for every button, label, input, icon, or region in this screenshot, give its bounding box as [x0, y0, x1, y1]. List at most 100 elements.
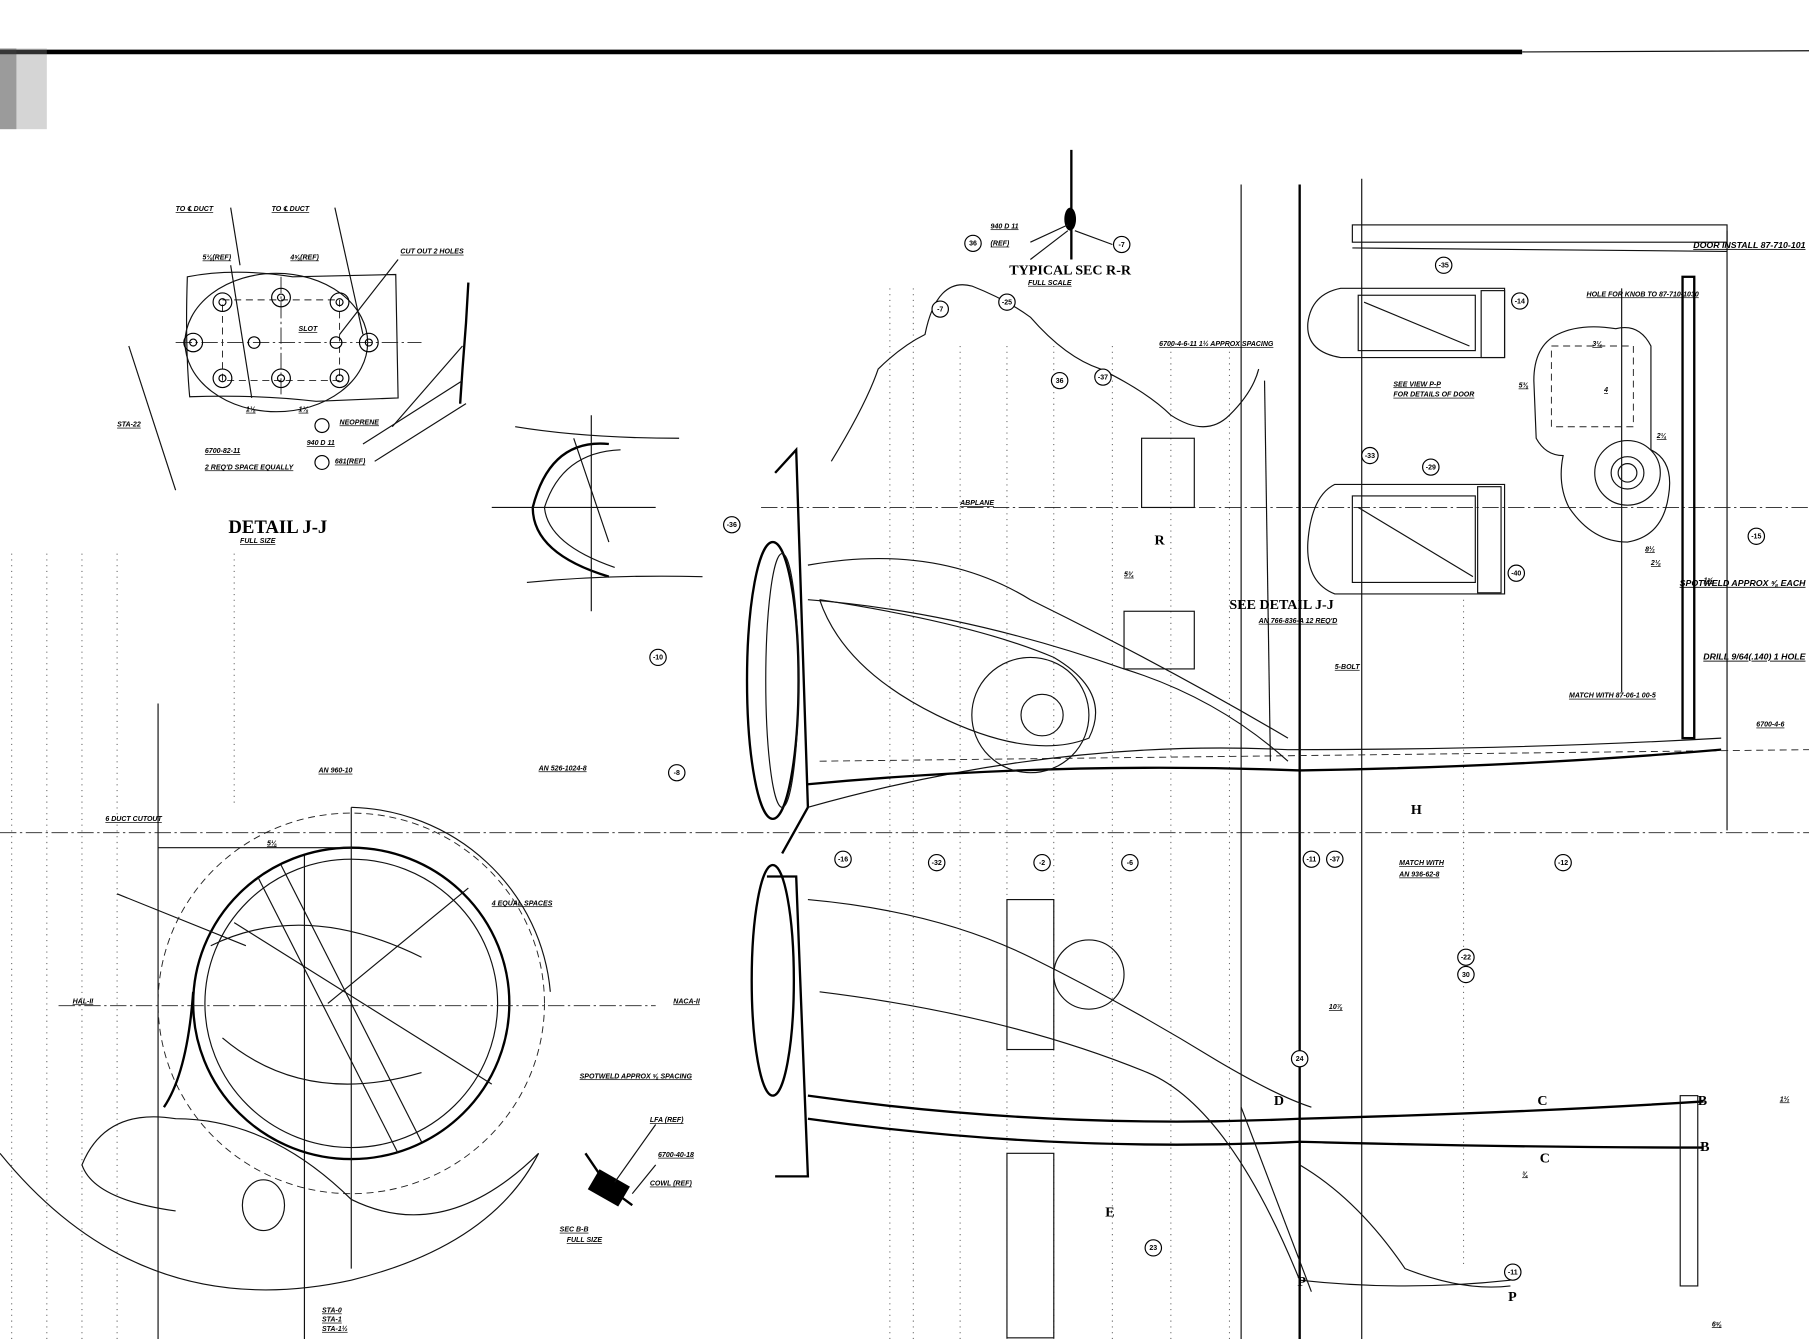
- letter-b2: B: [1700, 1140, 1709, 1155]
- letter-d: D: [1274, 1094, 1284, 1109]
- bubble-36: 36: [969, 241, 977, 248]
- callout-bubble: [834, 850, 852, 868]
- note-sta-1: STA-1: [322, 1317, 342, 1324]
- callout-bubble-label: -35: [1439, 263, 1449, 270]
- callout-bubble: [1507, 564, 1526, 582]
- callout-bubble: [1503, 1263, 1522, 1281]
- callout-bubble-label: -15: [1751, 534, 1761, 541]
- note-spotweld: SPOTWELD APPROX ⅝ EACH: [1680, 578, 1807, 588]
- letter-b1: B: [1698, 1094, 1707, 1109]
- label-ref681: 681(REF): [335, 459, 366, 466]
- callout-bubble: [1326, 850, 1344, 868]
- dimensions: 2⅛ 1⅝ 2¼ 4 3¼ 10⅞ 1½ ¾ 6⅝ 8½ 5¾: [1124, 341, 1790, 1328]
- note-abplane: ABPLANE: [959, 500, 994, 507]
- note-equal-spaces: 4 EQUAL SPACES: [491, 900, 553, 907]
- circular-flange-view: 6 DUCT CUTOUT AN 960-10 AN 526-1024-8 4 …: [0, 765, 701, 1333]
- duct-assembly: [745, 380, 1722, 1339]
- view-pp-title: SEE VIEW P-P: [1393, 381, 1441, 388]
- label-to-duct-right: TO ℄ DUCT: [272, 205, 310, 213]
- letter-r: R: [1154, 533, 1165, 548]
- callout-bubble-label: -16: [838, 857, 848, 864]
- callout-bubble: [931, 300, 949, 318]
- callout-bubble: [1302, 850, 1321, 868]
- callout-bubble-label: -12: [1558, 860, 1568, 867]
- callout-bubble-label: -2: [1039, 860, 1045, 867]
- label-sta: STA-22: [117, 422, 141, 429]
- dim: 1½: [1780, 1095, 1790, 1103]
- note-approx-spacing: 6700-4-6-11 1½ APPROX SPACING: [1159, 340, 1274, 348]
- label-to-duct-left: TO ℄ DUCT: [176, 205, 214, 213]
- callout-bubbles: -736-37-36-10-8-11-12-32-16-2-6-22302423…: [649, 256, 1766, 1281]
- callout-bubble: [1457, 965, 1475, 984]
- callout-bubble-label: -33: [1365, 453, 1375, 460]
- callout-bubble-label: 36: [1056, 378, 1064, 385]
- callout-bubble-label: -10: [653, 655, 663, 662]
- callout-bubble-label: -11: [1508, 1269, 1518, 1276]
- callout-bubble-label: -32: [932, 860, 942, 867]
- callout-bubble: [1144, 1239, 1163, 1257]
- callout-bubble: [1554, 854, 1572, 872]
- label-part-940: 940 D 11: [307, 440, 335, 447]
- rr-ref: (REF): [991, 241, 1010, 248]
- dim: 6⅝: [1712, 1321, 1722, 1328]
- door-views: SEE VIEW P-P FOR DETAILS OF DOOR 5⅜ DOOR…: [1229, 224, 1807, 740]
- label-space-equally: 2 REQ'D SPACE EQUALLY: [204, 464, 295, 471]
- detail-jj-title: DETAIL J-J: [228, 517, 327, 538]
- callout-bubble-label: -7: [937, 306, 943, 313]
- callout-bubble: [1434, 256, 1453, 274]
- note-an766: AN 766-836-A 12 REQ'D: [1258, 618, 1338, 625]
- callout-bubble-label: -11: [1306, 857, 1316, 864]
- note-5-bolt: 5-BOLT: [1335, 664, 1361, 671]
- section-rr: 940 D 11 (REF) 36 -7 TYPICAL SEC R-R FUL…: [830, 149, 1260, 462]
- callout-bubble-label: -29: [1426, 464, 1436, 471]
- note-naca: NACA-II: [673, 998, 701, 1005]
- note-sta-1-half: STA-1½: [322, 1325, 348, 1333]
- label-ref-right: 4⅝(REF): [289, 255, 319, 262]
- center-notes: ABPLANE AN 766-836-A 12 REQ'D 6700-4-6-1…: [959, 340, 1445, 878]
- dim: 8½: [1645, 545, 1655, 553]
- dim: 2¼: [1656, 433, 1667, 440]
- callout-bubble: [1747, 527, 1766, 545]
- label-ref-left: 5⅛(REF): [203, 255, 232, 262]
- callout-bubble-label: 24: [1296, 1056, 1304, 1063]
- letter-h: H: [1411, 803, 1422, 818]
- note-match-with: MATCH WITH 87-06-1 00-5: [1569, 693, 1656, 700]
- note-duct-cutout: 6 DUCT CUTOUT: [105, 816, 162, 823]
- callout-bubble: [1422, 458, 1440, 476]
- note-match-with-center: MATCH WITH: [1399, 860, 1445, 867]
- callout-bubble: [1094, 368, 1112, 386]
- reference-lines: [0, 178, 1809, 1339]
- letter-p1: P: [1297, 1275, 1306, 1290]
- callout-bubble: [649, 648, 667, 667]
- callout-bubble-label: -14: [1515, 298, 1525, 305]
- callout-bubble-label: -25: [1002, 300, 1012, 307]
- letter-p2: P: [1508, 1290, 1517, 1305]
- callout-bubble-label: -36: [727, 522, 737, 529]
- rr-scale: FULL SCALE: [1028, 280, 1072, 287]
- bolt-holes: [183, 287, 379, 389]
- label-neoprene: NEOPRENE: [340, 419, 380, 426]
- detail-jj: TO ℄ DUCT TO ℄ DUCT 5⅛(REF) 4⅝(REF) CUT …: [117, 205, 470, 545]
- section-bb: LFA (REF) 6700-40-18 COWL (REF) SEC B-B …: [560, 1117, 694, 1244]
- note-drill: DRILL 9/64(.140) 1 HOLE: [1703, 652, 1806, 662]
- note-sta-0: STA-0: [322, 1308, 342, 1315]
- label-part-6700: 6700-82-11: [205, 448, 241, 455]
- dim-1: 1⅛: [246, 407, 256, 414]
- note-door-install: DOOR INSTALL 87-710-101: [1693, 240, 1805, 250]
- callout-bubble: [1033, 854, 1051, 872]
- note-an526: AN 526-1024-8: [538, 765, 587, 772]
- label-cutout: CUT OUT 2 HOLES: [400, 249, 464, 256]
- note-an936: AN 936-62-8: [1398, 872, 1439, 879]
- dim: 1⅝: [1704, 577, 1714, 584]
- rr-part: 940 D 11: [991, 223, 1019, 230]
- dim: ¾: [1522, 1171, 1528, 1178]
- callout-bubble: [1050, 371, 1069, 390]
- callout-bubble: [1121, 854, 1139, 872]
- note-hole-for-knob: HOLE FOR KNOB TO 87-710-1030: [1587, 291, 1699, 298]
- callout-bubble-label: -22: [1461, 955, 1471, 962]
- letter-c2: C: [1540, 1152, 1550, 1167]
- bb-lfa: LFA (REF): [650, 1117, 684, 1124]
- callout-bubble-label: -40: [1511, 571, 1521, 578]
